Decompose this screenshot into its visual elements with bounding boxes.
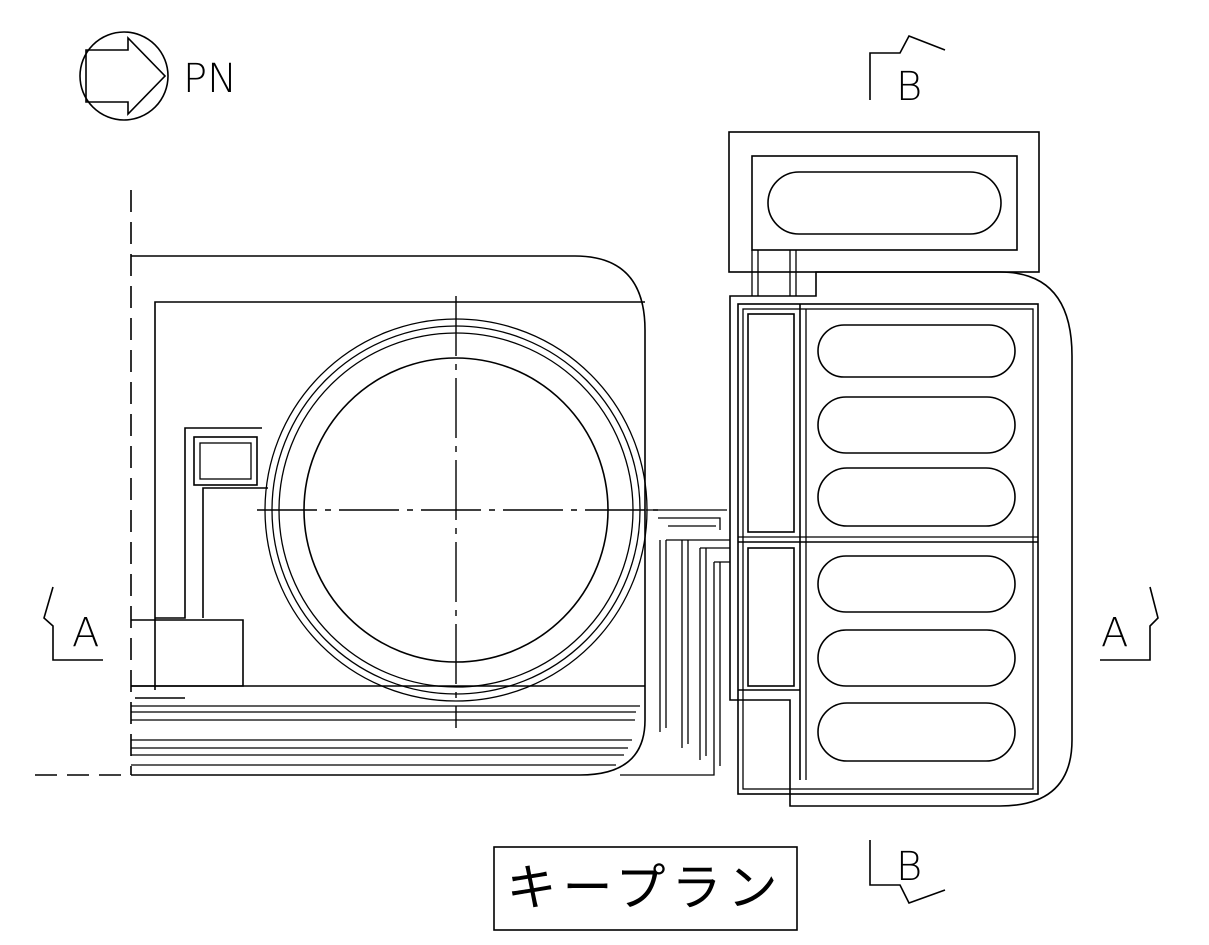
section-marker-a-left <box>43 586 103 661</box>
section-label-b-bottom: B <box>896 844 922 890</box>
section-label-a-left: A <box>72 610 99 656</box>
connecting-pipes <box>620 509 730 776</box>
section-label-a-right: A <box>1101 610 1128 656</box>
section-marker-a-right <box>1100 586 1159 661</box>
section-marker-b-bottom <box>869 840 946 904</box>
section-marker-b-top <box>869 34 946 100</box>
title-box <box>493 846 798 931</box>
section-label-b-top: B <box>896 64 922 110</box>
north-label: PN <box>183 56 237 102</box>
right-tank-block <box>729 271 1073 807</box>
north-arrow-icon <box>79 31 169 121</box>
main-tank-structure <box>131 255 646 776</box>
title-text: キープラン <box>507 859 784 917</box>
circular-tank <box>257 296 658 728</box>
upper-annex <box>728 131 1040 296</box>
